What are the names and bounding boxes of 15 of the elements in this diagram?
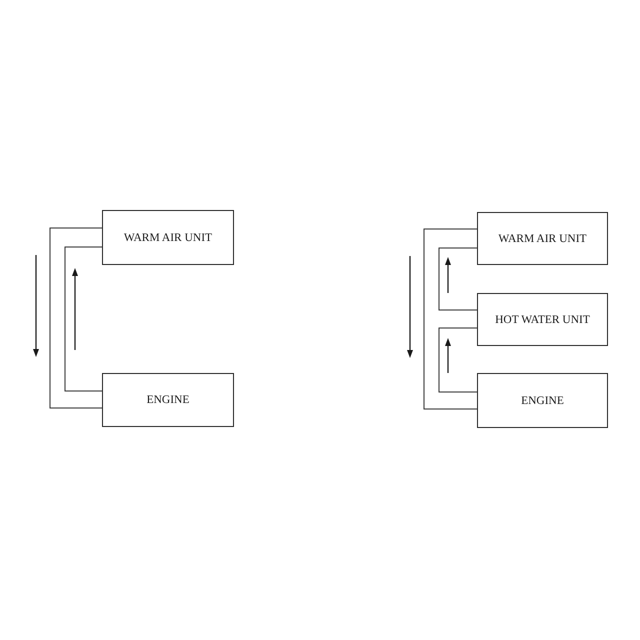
process-box xyxy=(102,373,234,427)
box-label: HOT WATER UNIT xyxy=(495,314,590,326)
process-box xyxy=(477,212,608,265)
connector-line xyxy=(424,228,478,410)
box-label: ENGINE xyxy=(521,394,564,406)
box-label: WARM AIR UNIT xyxy=(124,232,212,244)
box-label: ENGINE xyxy=(146,394,190,406)
connector-line xyxy=(438,248,478,310)
process-box xyxy=(102,210,234,265)
process-box xyxy=(477,373,608,428)
connector-line xyxy=(438,328,478,392)
connector-line xyxy=(50,228,102,408)
connector-line xyxy=(64,246,102,392)
process-box xyxy=(477,293,608,346)
box-label: WARM AIR UNIT xyxy=(498,232,587,244)
